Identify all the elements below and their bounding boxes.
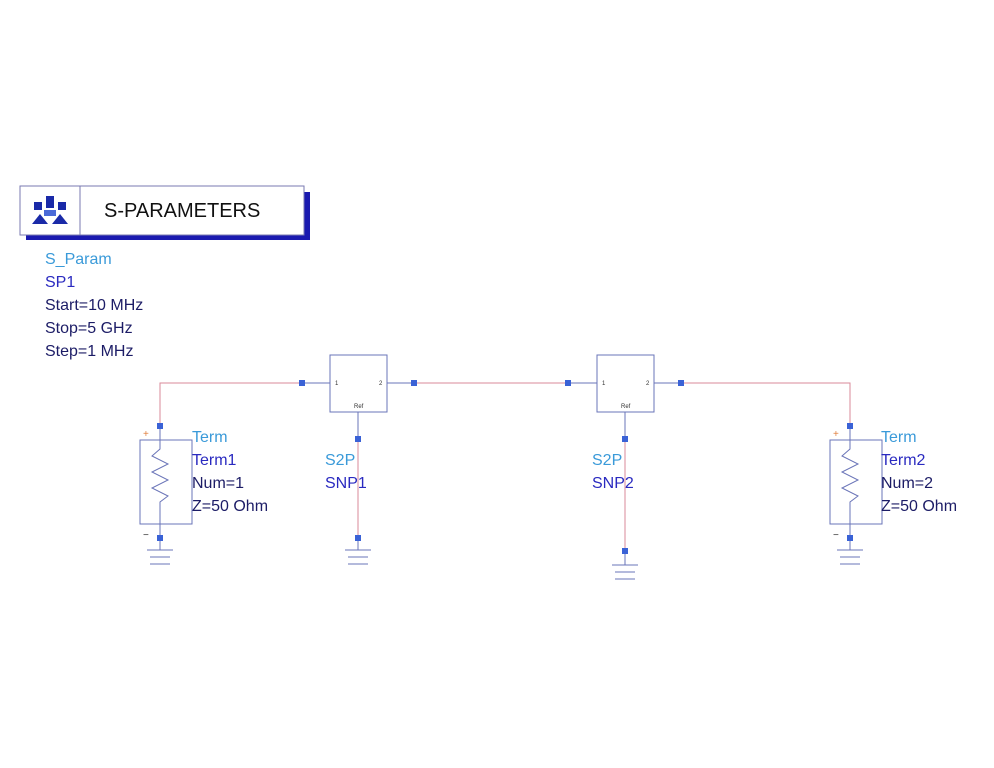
- term2-impedance: Z=50 Ohm: [881, 498, 957, 515]
- snp2-component[interactable]: 1 2 Ref: [596, 354, 655, 413]
- snp1-component[interactable]: 1 2 Ref: [329, 354, 388, 413]
- sparam-instance-label: SP1: [45, 274, 75, 291]
- s-parameters-controller[interactable]: S-PARAMETERS: [19, 185, 310, 240]
- snp1-ref-label: Ref: [354, 404, 364, 410]
- term2-type-label: Term: [881, 429, 917, 446]
- ground-icon: [612, 551, 638, 580]
- wires[interactable]: [159, 382, 851, 551]
- node: [565, 380, 571, 386]
- node: [622, 436, 628, 442]
- node: [411, 380, 417, 386]
- wire-term1-snp1: [159, 382, 302, 426]
- snp1-pin1-label: 1: [335, 381, 339, 387]
- term2-component[interactable]: + −: [829, 426, 883, 541]
- snp1-pin2-label: 2: [379, 381, 383, 387]
- node: [678, 380, 684, 386]
- snp2-ref-label: Ref: [621, 404, 631, 410]
- term1-impedance: Z=50 Ohm: [192, 498, 268, 515]
- term1-component[interactable]: + −: [139, 426, 193, 541]
- snp2-type-label: S2P: [592, 452, 622, 469]
- term1-minus-sign: −: [143, 530, 149, 541]
- sparam-start: Start=10 MHz: [45, 297, 143, 314]
- term1-plus-sign: +: [143, 429, 149, 440]
- term1-instance-label: Term1: [192, 452, 237, 469]
- node: [355, 436, 361, 442]
- node: [157, 535, 163, 541]
- snp2-pin1-label: 1: [602, 381, 606, 387]
- node: [622, 548, 628, 554]
- block-frame: [19, 185, 305, 236]
- sparam-stop: Stop=5 GHz: [45, 320, 133, 337]
- snp1-instance-label: SNP1: [325, 475, 367, 492]
- ground-icon: [837, 538, 863, 565]
- block-title: S-PARAMETERS: [104, 200, 260, 222]
- ground-icon: [345, 538, 371, 565]
- term1-num: Num=1: [192, 475, 244, 492]
- term2-instance-label: Term2: [881, 452, 926, 469]
- ground-icon: [147, 538, 173, 565]
- node: [299, 380, 305, 386]
- node: [847, 423, 853, 429]
- term2-plus-sign: +: [833, 429, 839, 440]
- snp2-pin2-label: 2: [646, 381, 650, 387]
- wire-snp2-term2: [681, 382, 851, 426]
- snp1-type-label: S2P: [325, 452, 355, 469]
- term2-num: Num=2: [881, 475, 933, 492]
- node: [157, 423, 163, 429]
- sparam-step: Step=1 MHz: [45, 343, 133, 360]
- term2-minus-sign: −: [833, 530, 839, 541]
- term1-type-label: Term: [192, 429, 228, 446]
- node: [847, 535, 853, 541]
- pin-nodes: [157, 380, 853, 554]
- snp2-instance-label: SNP2: [592, 475, 634, 492]
- node: [355, 535, 361, 541]
- sparam-type-label: S_Param: [45, 251, 112, 268]
- s-parameters-icon: [32, 196, 68, 224]
